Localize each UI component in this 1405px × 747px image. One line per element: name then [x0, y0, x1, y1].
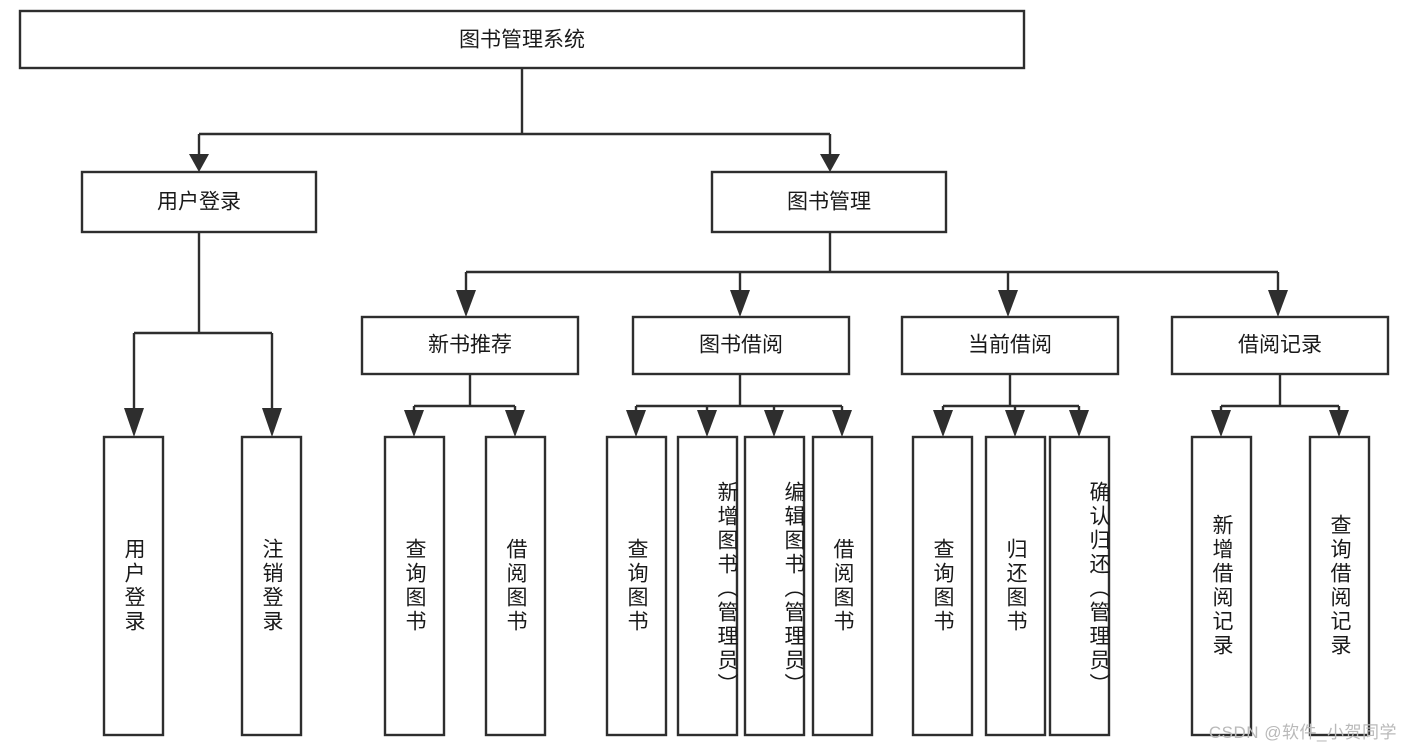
node-leaf-query-borrow-record-box[interactable]	[1308, 435, 1371, 737]
watermark-text: CSDN @软件_小贺同学	[1208, 723, 1397, 742]
node-leaf-query-book-borrow-box[interactable]	[605, 435, 668, 737]
arrow-leaf-borrow-book	[832, 410, 852, 437]
node-leaf-query-book-recommend-box[interactable]	[383, 435, 446, 737]
node-user-login[interactable]: 用户登录	[80, 170, 318, 234]
node-book-borrow-box[interactable]	[631, 315, 851, 376]
arrow-to-borrow-record	[1268, 290, 1288, 317]
connector-group-book-borrow-to-leaves	[626, 374, 852, 437]
node-leaf-return-book-box[interactable]	[984, 435, 1047, 737]
arrow-to-current-borrow	[998, 290, 1018, 317]
node-book-manage[interactable]: 图书管理	[710, 170, 948, 234]
connector-group-book-manage-to-level3	[456, 232, 1288, 317]
node-user-login-label: 用户登录	[157, 191, 241, 214]
node-leaf-query-book-current-box[interactable]	[911, 435, 974, 737]
node-current-borrow-box[interactable]	[900, 315, 1120, 376]
arrow-leaf-add-book	[697, 410, 717, 437]
node-leaf-borrow-book-box[interactable]	[811, 435, 874, 737]
node-book-manage-label: 图书管理	[787, 191, 871, 214]
connector-group-current-borrow-to-leaves	[933, 374, 1089, 437]
node-book-borrow[interactable]: 图书借阅	[631, 315, 851, 376]
arrow-leaf-query-book-current	[933, 410, 953, 437]
node-leaf-user-login-box[interactable]	[102, 435, 165, 737]
node-borrow-record-box[interactable]	[1170, 315, 1390, 376]
node-root-label: 图书管理系统	[459, 29, 585, 52]
node-leaf-add-book-box[interactable]	[676, 435, 739, 737]
node-borrow-record[interactable]: 借阅记录	[1170, 315, 1390, 376]
node-leaf-confirm-return-box[interactable]	[1048, 435, 1111, 737]
node-leaf-logout-login-box[interactable]	[240, 435, 303, 737]
arrow-leaf-user-login	[124, 408, 144, 437]
arrow-leaf-confirm-return	[1069, 410, 1089, 437]
arrow-to-book-borrow	[730, 290, 750, 317]
arrow-leaf-query-book-recommend	[404, 410, 424, 437]
node-leaf-borrow-book-recommend-box[interactable]	[484, 435, 547, 737]
arrow-leaf-query-book-borrow	[626, 410, 646, 437]
arrow-to-user-login	[189, 154, 209, 172]
arrow-to-book-manage	[820, 154, 840, 172]
arrow-leaf-query-borrow-record	[1329, 410, 1349, 437]
connector-group-user-login-to-leaves	[124, 232, 282, 437]
node-new-book-recommend[interactable]: 新书推荐	[360, 315, 580, 376]
node-book-borrow-label: 图书借阅	[699, 334, 783, 357]
connector-group-borrow-record-to-leaves	[1211, 374, 1349, 437]
node-new-book-recommend-label: 新书推荐	[428, 334, 512, 357]
connector-group-root-to-level2	[189, 68, 840, 172]
arrow-leaf-logout-login	[262, 408, 282, 437]
connector-group-new-book-recommend-to-leaves	[404, 374, 525, 437]
node-current-borrow-label: 当前借阅	[968, 334, 1052, 357]
arrow-to-new-book-recommend	[456, 290, 476, 317]
node-leaf-add-borrow-record-box[interactable]	[1190, 435, 1253, 737]
arrow-leaf-return-book	[1005, 410, 1025, 437]
node-new-book-recommend-box[interactable]	[360, 315, 580, 376]
node-borrow-record-label: 借阅记录	[1238, 334, 1322, 357]
arrow-leaf-edit-book	[764, 410, 784, 437]
node-current-borrow[interactable]: 当前借阅	[900, 315, 1120, 376]
leaf-boxes-group	[102, 435, 1371, 737]
arrow-leaf-borrow-book-recommend	[505, 410, 525, 437]
arrow-leaf-add-borrow-record	[1211, 410, 1231, 437]
node-leaf-edit-book-box[interactable]	[743, 435, 806, 737]
node-user-login-box[interactable]	[80, 170, 318, 234]
node-book-manage-box[interactable]	[710, 170, 948, 234]
node-root-box[interactable]	[18, 9, 1026, 70]
node-root[interactable]: 图书管理系统	[18, 9, 1026, 70]
